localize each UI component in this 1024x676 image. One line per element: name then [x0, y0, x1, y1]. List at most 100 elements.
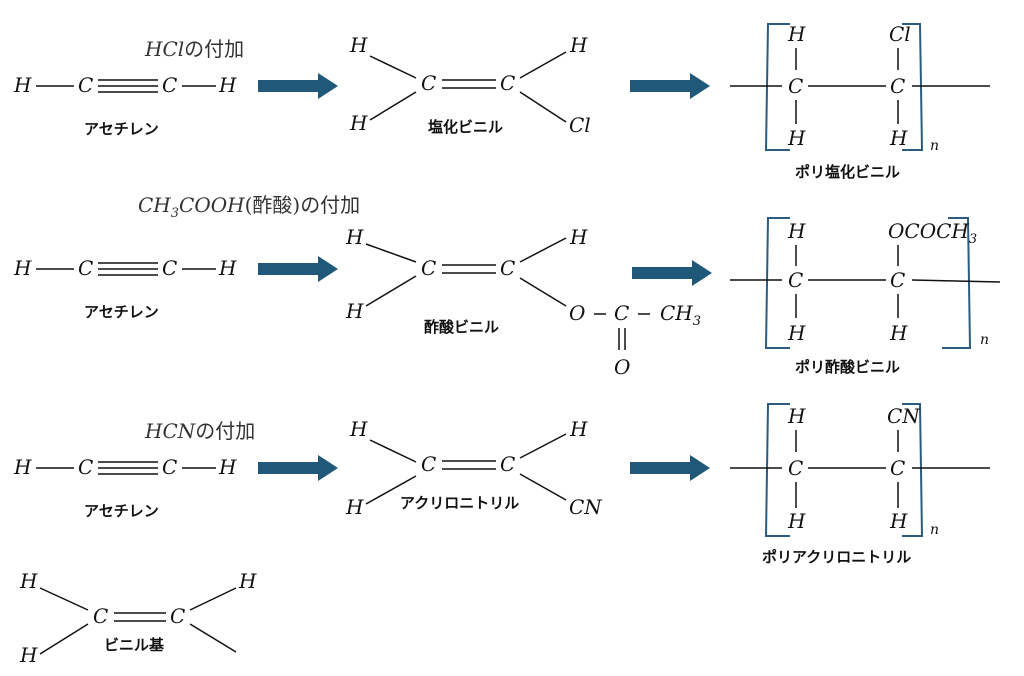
row-hcl-addition: HClの付加 H C C H アセチレン H H C C H — [13, 22, 990, 181]
atom-c: C — [500, 452, 515, 476]
right-bracket — [902, 23, 924, 151]
label-acrylonitrile: アクリロニトリル — [400, 494, 519, 512]
single-bond — [519, 91, 567, 123]
atom-h: H — [19, 569, 38, 593]
atom-c: C — [614, 301, 629, 325]
reaction-arrow — [630, 73, 710, 99]
label-acetylene: アセチレン — [84, 120, 159, 138]
reagent-hcn: HCNの付加 — [144, 419, 255, 443]
atom-cn: CN — [887, 404, 921, 428]
vinyl-acetate-molecule: H H C C H O C CH3 O 酢酸ビニル — [345, 225, 701, 379]
atom-c: C — [500, 256, 515, 280]
reagent-acetic-acid: CH3COOH(酢酸)の付加 — [138, 193, 360, 221]
atom-h: H — [345, 225, 364, 249]
atom-cl: Cl — [889, 22, 911, 46]
row-acetic-acid-addition: CH3COOH(酢酸)の付加 H C C H アセチレン H H C C H — [13, 193, 1001, 379]
atom-h: H — [569, 417, 588, 441]
pan-polymer: H C H CN C H n ポリアクリロニトリル — [730, 403, 990, 566]
subscript-n: n — [930, 522, 939, 538]
atom-h: H — [349, 33, 368, 57]
atom-o: O — [614, 355, 630, 379]
open-bond — [189, 623, 237, 653]
atom-c: C — [162, 455, 177, 479]
single-bond — [369, 55, 417, 79]
acetylene-molecule-1: H C C H アセチレン — [13, 73, 237, 138]
atom-h: H — [569, 33, 588, 57]
atom-h: H — [889, 509, 908, 533]
acetylene-molecule-3: H C C H アセチレン — [13, 455, 237, 520]
single-bond — [39, 587, 89, 611]
single-bond — [519, 51, 567, 79]
atom-h: H — [787, 22, 806, 46]
left-bracket — [764, 217, 790, 349]
label-pvc: ポリ塩化ビニル — [795, 163, 900, 181]
atom-h: H — [787, 219, 806, 243]
atom-h: H — [349, 417, 368, 441]
reagent-hcl: HClの付加 — [144, 37, 244, 61]
atom-cn: CN — [569, 495, 603, 519]
atom-h: H — [889, 126, 908, 150]
reaction-arrow — [258, 73, 338, 99]
atom-h: H — [218, 73, 237, 97]
atom-h: H — [349, 111, 368, 135]
atom-o: O — [569, 301, 585, 325]
atom-ococh3: OCOCH3 — [888, 219, 977, 247]
atom-h: H — [787, 404, 806, 428]
atom-h: H — [218, 455, 237, 479]
atom-h: H — [787, 509, 806, 533]
atom-c: C — [170, 604, 185, 628]
atom-c: C — [890, 74, 905, 98]
atom-c: C — [78, 256, 93, 280]
label-acetylene: アセチレン — [84, 303, 159, 321]
left-bracket — [764, 23, 790, 151]
atom-h: H — [218, 256, 237, 280]
atom-h: H — [787, 321, 806, 345]
right-bracket — [942, 217, 972, 349]
single-bond — [189, 587, 237, 611]
subscript-n: n — [930, 138, 939, 154]
chain-bond — [911, 279, 1001, 283]
atom-c: C — [162, 256, 177, 280]
atom-c: C — [93, 604, 108, 628]
atom-h: H — [13, 73, 32, 97]
subscript-n: n — [980, 332, 989, 348]
acetylene-molecule-2: H C C H アセチレン — [13, 256, 237, 321]
atom-c: C — [890, 268, 905, 292]
label-vinyl-chloride: 塩化ビニル — [428, 118, 503, 136]
single-bond — [369, 439, 417, 463]
atom-h: H — [19, 643, 38, 667]
atom-h: H — [345, 495, 364, 519]
vinyl-group-structure: H H C C H ビニル基 — [19, 569, 257, 667]
atom-c: C — [890, 456, 905, 480]
label-vinyl-acetate: 酢酸ビニル — [424, 318, 499, 336]
atom-h: H — [889, 321, 908, 345]
reaction-arrow — [258, 455, 338, 481]
left-bracket — [764, 403, 790, 537]
label-vinyl-group: ビニル基 — [104, 636, 165, 654]
right-bracket — [902, 403, 924, 537]
atom-c: C — [421, 71, 436, 95]
single-bond — [365, 475, 417, 505]
atom-c: C — [78, 73, 93, 97]
single-bond — [365, 275, 417, 307]
label-acetylene: アセチレン — [84, 502, 159, 520]
atom-h: H — [569, 225, 588, 249]
atom-h: H — [238, 569, 257, 593]
reaction-arrow — [258, 256, 338, 282]
atom-c: C — [162, 73, 177, 97]
single-bond — [519, 473, 567, 501]
pvc-polymer: H C H Cl C H n ポリ塩化ビニル — [730, 22, 990, 181]
atom-h: H — [345, 299, 364, 323]
atom-cl: Cl — [569, 113, 591, 137]
label-pvac: ポリ酢酸ビニル — [795, 358, 900, 376]
atom-h: H — [13, 455, 32, 479]
atom-c: C — [788, 456, 803, 480]
single-bond — [519, 237, 567, 263]
atom-h: H — [787, 126, 806, 150]
atom-h: H — [13, 256, 32, 280]
atom-c: C — [78, 455, 93, 479]
label-pan: ポリアクリロニトリル — [762, 548, 911, 566]
single-bond — [519, 277, 567, 307]
pvac-polymer: H C H OCOCH3 C H n ポリ酢酸ビニル — [730, 217, 1001, 376]
